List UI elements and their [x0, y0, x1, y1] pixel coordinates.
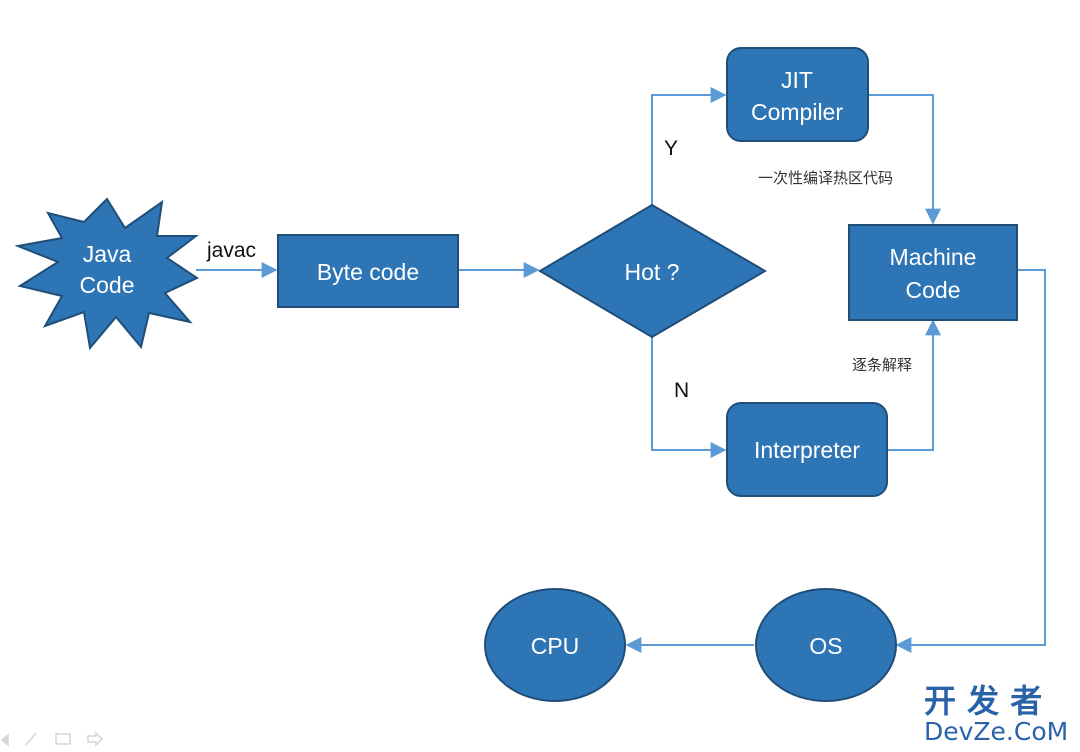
watermark: 开 发 者 DevZe.CoM — [924, 682, 1068, 746]
prev-arrow-icon[interactable] — [0, 733, 9, 747]
hot-diamond — [538, 203, 767, 339]
yes-label: Y — [664, 137, 678, 160]
arrow-interpreter-to-machine — [887, 319, 941, 451]
arrow-hot-to-jit — [651, 87, 727, 205]
interpreter-label: Interpreter — [754, 437, 860, 463]
connectors — [196, 87, 1046, 653]
watermark-cn: 开 发 者 — [924, 682, 1042, 720]
interpreter-note-label: 逐条解释 — [852, 356, 912, 374]
java-code-starburst — [14, 197, 200, 351]
machine-code-label-line2: Code — [906, 277, 961, 303]
java-code-label-line1: Java — [83, 241, 132, 267]
cpu-label: CPU — [531, 633, 580, 659]
javac-label: javac — [206, 239, 256, 262]
next-arrow-icon[interactable] — [87, 731, 104, 747]
no-label: N — [674, 379, 689, 402]
jit-compiler-label-line1: JIT — [781, 67, 813, 93]
interpreter-node: Interpreter — [726, 402, 888, 497]
jit-note-label: 一次性编译热区代码 — [758, 169, 893, 187]
os-label: OS — [809, 633, 842, 659]
os-node: OS — [755, 588, 897, 702]
arrow-jit-to-machine — [868, 94, 941, 225]
machine-code-node: Machine Code — [848, 224, 1018, 321]
java-code-node: Java Code — [14, 197, 200, 351]
watermark-en: DevZe.CoM — [924, 717, 1068, 746]
hot-decision-node: Hot ? — [538, 203, 767, 339]
jit-compiler-node: JIT Compiler — [726, 47, 869, 142]
menu-icon[interactable] — [55, 733, 71, 745]
jit-compiler-label-line2: Compiler — [751, 99, 843, 125]
java-code-label-line2: Code — [80, 272, 135, 298]
byte-code-label: Byte code — [317, 259, 419, 285]
slide-toolbar[interactable] — [0, 731, 104, 747]
byte-code-box — [277, 234, 459, 308]
cpu-ellipse — [484, 588, 626, 702]
os-ellipse — [755, 588, 897, 702]
machine-code-label-line1: Machine — [890, 244, 977, 270]
machine-code-box — [848, 224, 1018, 321]
jit-compiler-box — [726, 47, 869, 142]
arrow-machine-to-os — [895, 269, 1046, 653]
cpu-node: CPU — [484, 588, 626, 702]
pen-icon[interactable] — [25, 732, 37, 746]
hot-label: Hot ? — [625, 259, 680, 285]
byte-code-node: Byte code — [277, 234, 459, 308]
arrow-hot-to-interpreter — [651, 337, 727, 458]
interpreter-box — [726, 402, 888, 497]
